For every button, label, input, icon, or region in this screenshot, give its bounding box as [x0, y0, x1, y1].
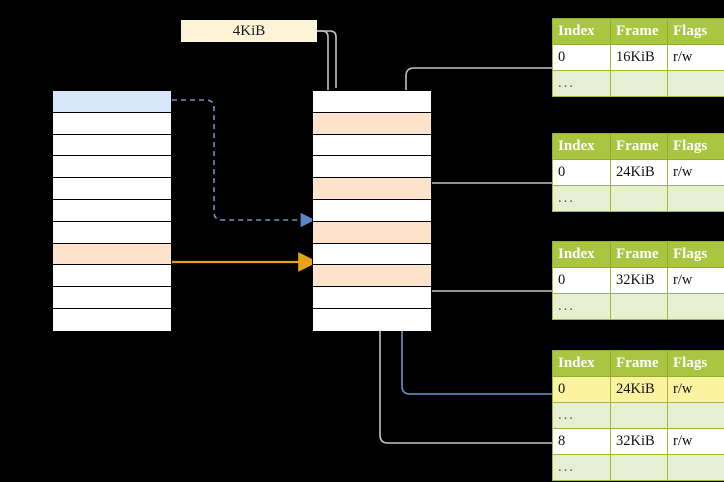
cell-frame: [610, 293, 668, 320]
cell-frame: [610, 70, 668, 97]
column-header-frame: Frame: [610, 18, 668, 45]
column-header-index: Index: [552, 241, 611, 268]
table-row-highlighted: 0 24KiB r/w: [552, 376, 724, 403]
cell-index: ...: [552, 454, 611, 481]
memory-row: [313, 199, 431, 222]
table-row-ellipsis: ...: [552, 185, 724, 212]
memory-row: [313, 243, 431, 266]
memory-row: [53, 308, 171, 331]
memory-row: [53, 199, 171, 222]
page-table-1: Index Frame Flags 0 16KiB r/w ...: [552, 18, 724, 97]
column-header-flags: Flags: [667, 241, 724, 268]
column-header-flags: Flags: [667, 133, 724, 160]
memory-row: [53, 91, 171, 113]
memory-row: [53, 178, 171, 200]
memory-row: [313, 156, 431, 179]
column-header-index: Index: [552, 350, 611, 377]
column-header-frame: Frame: [610, 133, 668, 160]
column-header-frame: Frame: [610, 350, 668, 377]
table-row: 0 32KiB r/w: [552, 267, 724, 294]
cell-flags: r/w: [667, 376, 724, 403]
page-table-4: Index Frame Flags 0 24KiB r/w ... 8 32Ki…: [552, 350, 724, 481]
memory-row: [313, 134, 431, 157]
wire-pt3-to-frame: [414, 260, 552, 292]
memory-row: [313, 91, 431, 113]
page-table-2: Index Frame Flags 0 24KiB r/w ...: [552, 133, 724, 212]
cell-frame: 32KiB: [610, 428, 668, 455]
physical-memory-column: [312, 90, 432, 331]
table-header-row: Index Frame Flags: [552, 241, 724, 268]
column-header-frame: Frame: [610, 241, 668, 268]
memory-row: [313, 287, 431, 309]
memory-row: [53, 221, 171, 244]
cell-flags: r/w: [667, 428, 724, 455]
wire-vaddr-to-frame-dashed: [172, 99, 315, 228]
memory-row: [53, 112, 171, 135]
memory-row: [53, 134, 171, 157]
cell-index: 8: [552, 428, 611, 455]
page-size-label: 4KiB: [181, 20, 317, 42]
cell-index: ...: [552, 185, 611, 212]
memory-row: [53, 243, 171, 266]
cell-index: ...: [552, 293, 611, 320]
memory-row: [313, 221, 431, 244]
cell-index: 0: [552, 376, 611, 403]
cell-flags: r/w: [667, 267, 724, 294]
table-row-ellipsis: ...: [552, 70, 724, 97]
table-row-ellipsis: ...: [552, 454, 724, 481]
table-header-row: Index Frame Flags: [552, 133, 724, 160]
cell-index: 0: [552, 159, 611, 186]
cell-flags: r/w: [667, 159, 724, 186]
table-row: 8 32KiB r/w: [552, 428, 724, 455]
cell-frame: 16KiB: [610, 44, 668, 71]
table-row: 0 16KiB r/w: [552, 44, 724, 71]
cell-flags: [667, 454, 724, 481]
column-header-index: Index: [552, 133, 611, 160]
memory-row: [313, 308, 431, 331]
cell-frame: 32KiB: [610, 267, 668, 294]
cell-index: ...: [552, 402, 611, 429]
cell-flags: [667, 293, 724, 320]
cell-flags: r/w: [667, 44, 724, 71]
cell-frame: [610, 185, 668, 212]
column-header-index: Index: [552, 18, 611, 45]
cell-frame: 24KiB: [610, 159, 668, 186]
cell-flags: [667, 70, 724, 97]
page-table-3: Index Frame Flags 0 32KiB r/w ...: [552, 241, 724, 320]
memory-row: [53, 287, 171, 309]
column-header-flags: Flags: [667, 18, 724, 45]
cell-index: 0: [552, 267, 611, 294]
memory-row: [313, 265, 431, 288]
cell-index: ...: [552, 70, 611, 97]
cell-index: 0: [552, 44, 611, 71]
column-header-flags: Flags: [667, 350, 724, 377]
table-header-row: Index Frame Flags: [552, 350, 724, 377]
table-header-row: Index Frame Flags: [552, 18, 724, 45]
wire-pt2-to-frame: [414, 182, 552, 236]
cell-frame: 24KiB: [610, 376, 668, 403]
cell-frame: [610, 402, 668, 429]
cell-flags: [667, 185, 724, 212]
memory-row: [53, 265, 171, 288]
memory-row: [53, 156, 171, 179]
table-row: 0 24KiB r/w: [552, 159, 724, 186]
virtual-address-space-column: [52, 90, 172, 331]
cell-frame: [610, 454, 668, 481]
cell-flags: [667, 402, 724, 429]
memory-row: [313, 112, 431, 135]
table-row-ellipsis: ...: [552, 293, 724, 320]
table-row-ellipsis: ...: [552, 402, 724, 429]
memory-row: [313, 178, 431, 200]
